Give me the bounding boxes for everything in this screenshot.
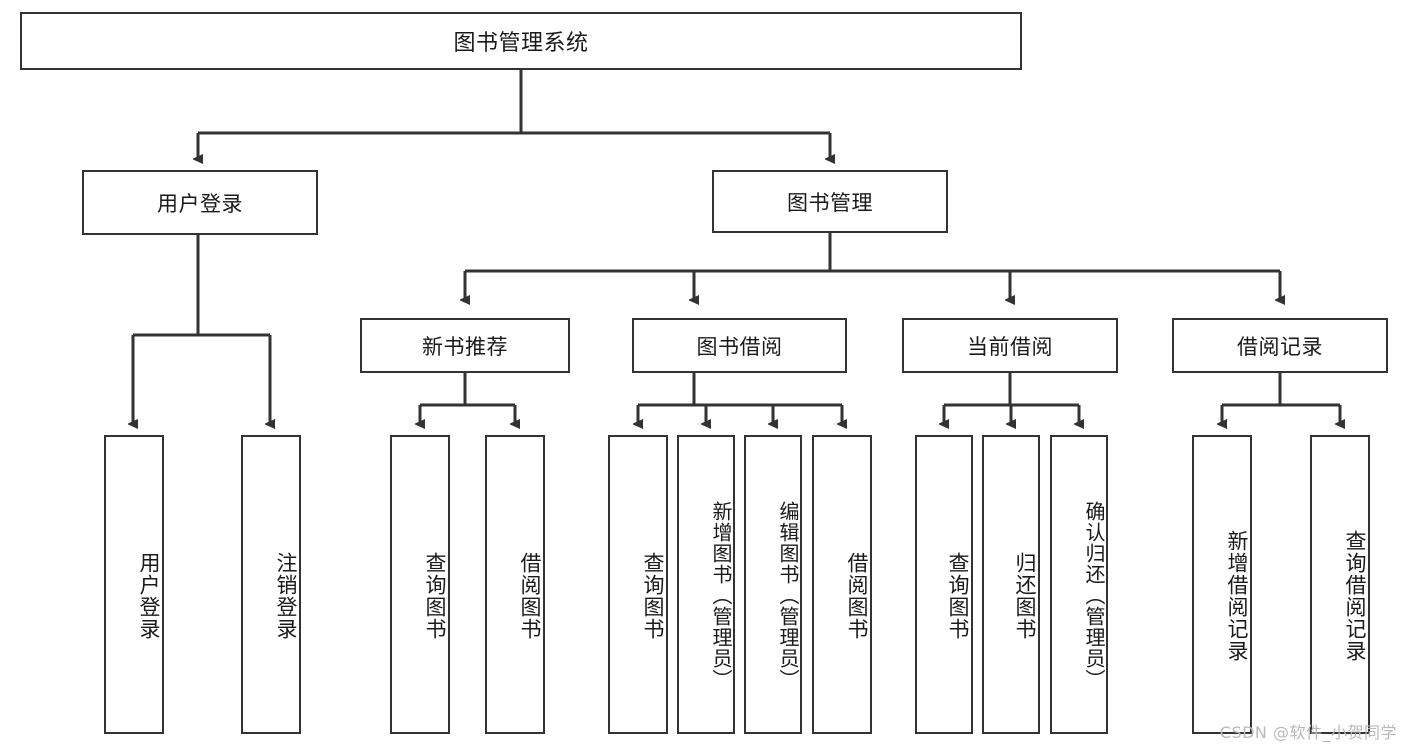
watermark-text: CSDN @软件_小贺同学 xyxy=(1219,723,1397,742)
node-user-login[interactable]: 用户登录 xyxy=(82,170,318,235)
leaf-borrow-book-recommend[interactable]: 借阅图书 xyxy=(485,435,545,734)
leaf-edit-book-admin[interactable]: 编辑图书（管理员） xyxy=(744,435,802,734)
leaf-borrow-book[interactable]: 借阅图书 xyxy=(812,435,872,734)
node-current-borrow[interactable]: 当前借阅 xyxy=(902,318,1118,373)
leaf-user-login[interactable]: 用户登录 xyxy=(104,435,164,734)
node-root-system[interactable]: 图书管理系统 xyxy=(20,12,1022,70)
leaf-return-book[interactable]: 归还图书 xyxy=(982,435,1040,734)
node-book-borrow[interactable]: 图书借阅 xyxy=(632,318,847,373)
node-new-book-recommend[interactable]: 新书推荐 xyxy=(360,318,570,373)
leaf-add-book-admin[interactable]: 新增图书（管理员） xyxy=(677,435,735,734)
leaf-query-borrow-record[interactable]: 查询借阅记录 xyxy=(1310,435,1370,734)
leaf-confirm-return-admin[interactable]: 确认归还（管理员） xyxy=(1050,435,1108,734)
leaf-query-book-recommend[interactable]: 查询图书 xyxy=(390,435,450,734)
node-book-management[interactable]: 图书管理 xyxy=(712,170,948,233)
leaf-query-book-current[interactable]: 查询图书 xyxy=(915,435,973,734)
leaf-query-book-borrow[interactable]: 查询图书 xyxy=(608,435,668,734)
leaf-logout[interactable]: 注销登录 xyxy=(241,435,301,734)
node-borrow-record[interactable]: 借阅记录 xyxy=(1172,318,1388,373)
leaf-add-borrow-record[interactable]: 新增借阅记录 xyxy=(1192,435,1252,734)
